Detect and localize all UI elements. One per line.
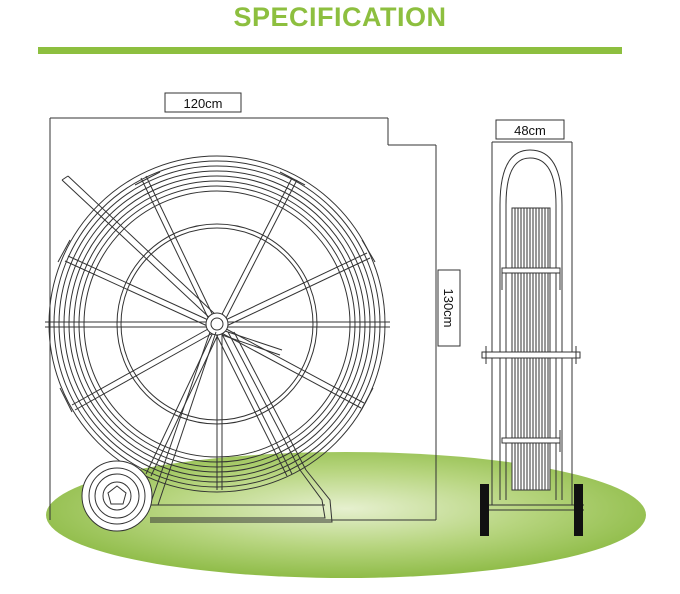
title-divider [38, 47, 622, 54]
ground-shadow [46, 452, 646, 578]
depth-label: 48cm [514, 123, 546, 138]
left-wheel [480, 484, 489, 536]
right-wheel [574, 484, 583, 536]
page-title: SPECIFICATION [233, 2, 447, 32]
height-label: 130cm [441, 288, 456, 327]
depth-label-box [495, 119, 565, 140]
width-label-box [164, 92, 242, 113]
reel-front-view [45, 117, 437, 532]
width-label: 120cm [183, 96, 222, 111]
reel-side-view [480, 141, 584, 511]
height-label-box [437, 269, 461, 347]
reel-bounding-box [50, 118, 390, 124]
